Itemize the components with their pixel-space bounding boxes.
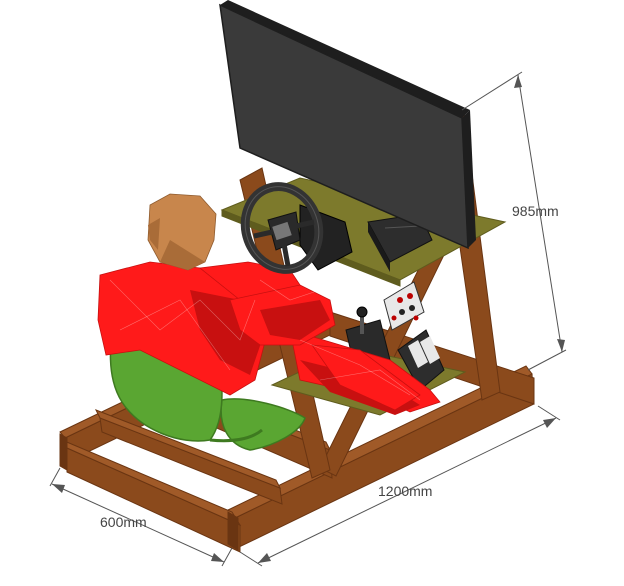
steering-wheel — [240, 182, 353, 274]
dimension-width: 600mm — [49, 467, 233, 567]
dimension-height: 985mm — [461, 71, 567, 371]
length-label: 1200mm — [378, 483, 432, 499]
pedals — [397, 329, 445, 391]
driver — [97, 193, 441, 415]
height-label: 985mm — [512, 203, 559, 219]
button-box — [383, 281, 425, 331]
monitor — [219, 0, 476, 250]
dimension-length: 1200mm — [239, 405, 561, 567]
width-label: 600mm — [100, 514, 147, 530]
